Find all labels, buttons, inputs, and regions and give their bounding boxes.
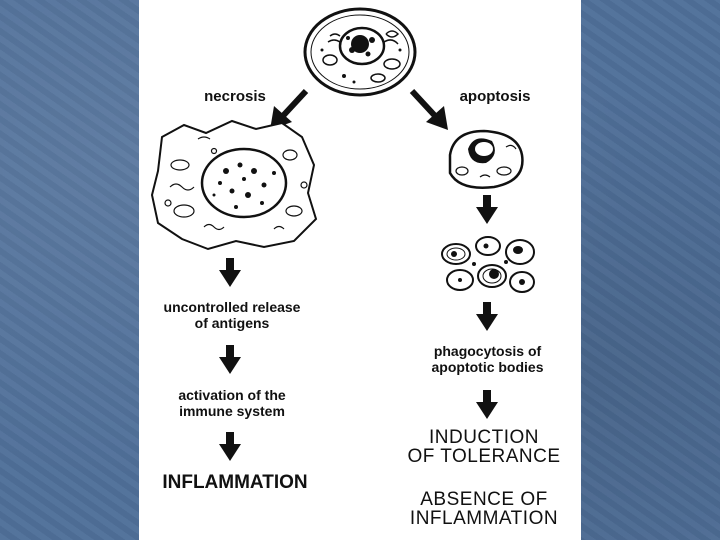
left-step2-line1: activation of the [178, 387, 286, 403]
left-step1-line2: of antigens [194, 315, 270, 332]
left-step1-label: uncontrolled release of antigens [142, 299, 322, 331]
left-step2-line2: immune system [179, 403, 285, 420]
right-outcome1-line2: OF TOLERANCE [407, 446, 561, 467]
necrotic-cell-illustration [150, 119, 318, 251]
right-step1-line1: phagocytosis of [433, 343, 542, 359]
down-arrow-icon [219, 345, 241, 374]
arrow-to-apoptosis-icon [409, 88, 448, 130]
apoptotic-cell-illustration [448, 129, 524, 189]
right-outcome1-line1: INDUCTION [428, 427, 540, 448]
apoptotic-bodies-illustration [441, 236, 535, 293]
down-arrow-icon [219, 258, 241, 287]
right-outcome2-label: ABSENCE OF INFLAMMATION [386, 490, 582, 528]
right-outcome1-label: INDUCTION OF TOLERANCE [386, 428, 582, 466]
right-outcome2-line1: ABSENCE OF [420, 489, 548, 510]
down-arrow-icon [219, 432, 241, 461]
down-arrow-icon [476, 195, 498, 224]
apoptosis-label: apoptosis [459, 88, 531, 105]
left-step2-label: activation of the immune system [142, 387, 322, 419]
normal-cell-illustration [303, 7, 417, 97]
right-step1-label: phagocytosis of apoptotic bodies [405, 343, 570, 375]
down-arrow-icon [476, 302, 498, 331]
down-arrow-icon [476, 390, 498, 419]
left-outcome-label: INFLAMMATION [162, 472, 308, 493]
necrosis-label: necrosis [204, 88, 266, 105]
right-step1-line2: apoptotic bodies [431, 359, 544, 376]
right-outcome2-line2: INFLAMMATION [409, 508, 559, 529]
left-step1-line1: uncontrolled release [163, 299, 301, 315]
